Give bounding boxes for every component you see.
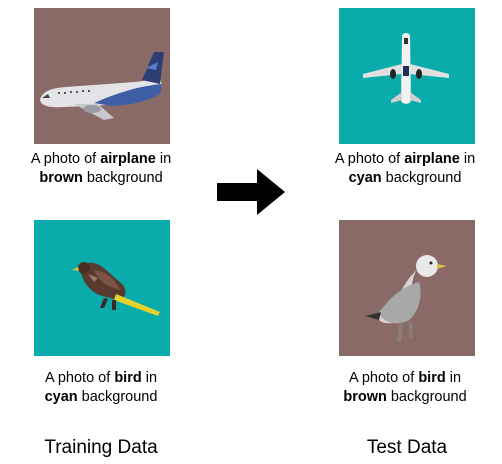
test-bird-image xyxy=(339,220,475,356)
right-arrow-icon xyxy=(217,169,285,215)
airplane-side-icon xyxy=(34,8,170,144)
training-data-label: Training Data xyxy=(44,437,158,458)
training-airplane-image xyxy=(34,8,170,144)
airplane-top-icon xyxy=(339,8,475,144)
test-airplane-image xyxy=(339,8,475,144)
bird-flying-icon xyxy=(34,220,170,356)
test-data-label: Test Data xyxy=(366,437,448,458)
training-bird-image xyxy=(34,220,170,356)
gull-standing-icon xyxy=(339,220,475,356)
